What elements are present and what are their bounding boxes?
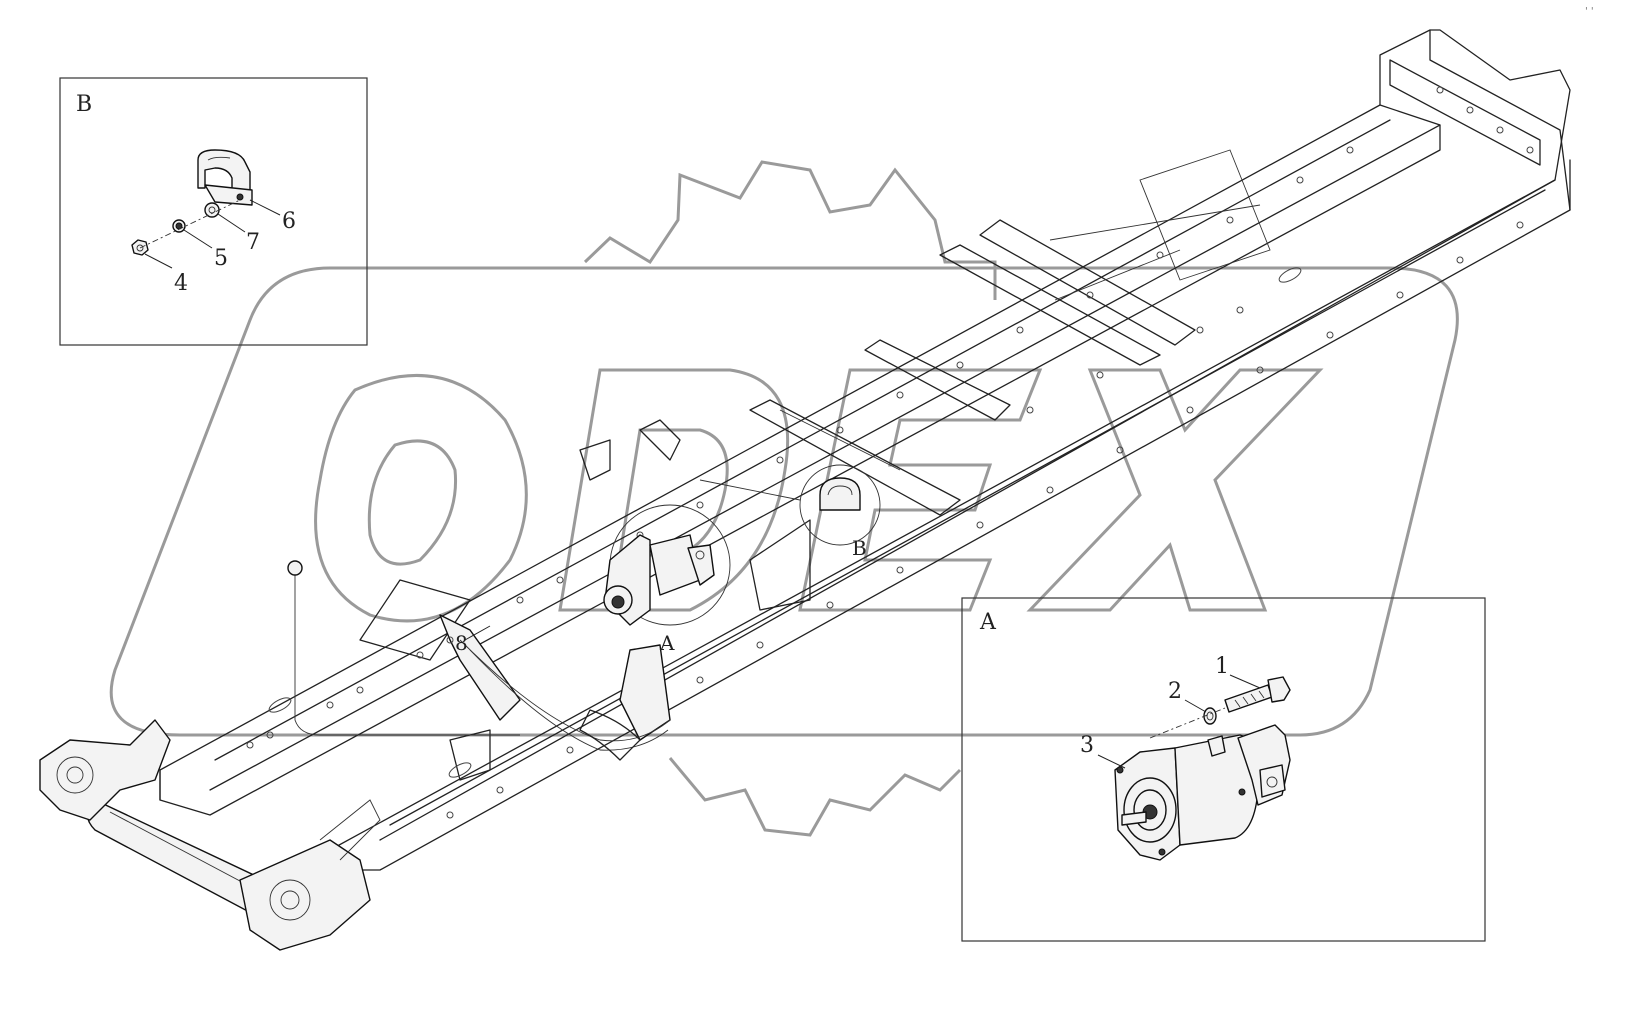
detail-a-label: A bbox=[979, 610, 997, 635]
spring-hanger-left bbox=[439, 614, 521, 721]
callout-4: 4 bbox=[174, 271, 188, 296]
leaf-spring bbox=[459, 639, 671, 742]
chassis-frame bbox=[39, 29, 1571, 951]
watermark-logo bbox=[109, 160, 1459, 837]
callout-a-main: A bbox=[659, 631, 675, 655]
callout-6: 6 bbox=[282, 209, 296, 234]
callout-b-main: B bbox=[852, 536, 867, 560]
left-suspension-bracket bbox=[39, 719, 171, 821]
callout-2: 2 bbox=[1168, 679, 1182, 704]
right-side-rail bbox=[329, 29, 1571, 851]
main-detail-a-circle bbox=[603, 504, 731, 626]
callout-5: 5 bbox=[214, 246, 228, 271]
right-suspension-bracket bbox=[239, 839, 371, 951]
callout-1: 1 bbox=[1215, 654, 1229, 679]
clamp-part-6 bbox=[197, 149, 253, 206]
crossmember-mid-1 bbox=[979, 219, 1196, 346]
air-line bbox=[294, 570, 520, 736]
callout-7: 7 bbox=[246, 230, 260, 255]
air-line-fitting bbox=[287, 560, 303, 576]
rail-holes bbox=[246, 86, 1534, 819]
detail-b-panel: B 6 7 5 4 bbox=[59, 77, 368, 346]
callout-3: 3 bbox=[1080, 733, 1094, 758]
crossmember-mid-2 bbox=[749, 399, 961, 516]
left-side-rail bbox=[159, 104, 1441, 816]
callout-8: 8 bbox=[455, 631, 468, 655]
main-detail-b-circle bbox=[799, 464, 881, 546]
detail-b-label: B bbox=[76, 92, 92, 117]
brake-chamber-part-3 bbox=[1114, 724, 1291, 861]
bolt-part-1 bbox=[1224, 676, 1291, 713]
crossmember-rear bbox=[1389, 59, 1541, 166]
detail-a-frame bbox=[961, 597, 1486, 942]
detail-a-panel: A 1 bbox=[961, 597, 1486, 942]
detail-b-frame bbox=[59, 77, 368, 346]
corner-mark: ' ' bbox=[1585, 6, 1594, 17]
washer-part-7 bbox=[204, 202, 220, 218]
nut-part-4 bbox=[131, 239, 149, 256]
